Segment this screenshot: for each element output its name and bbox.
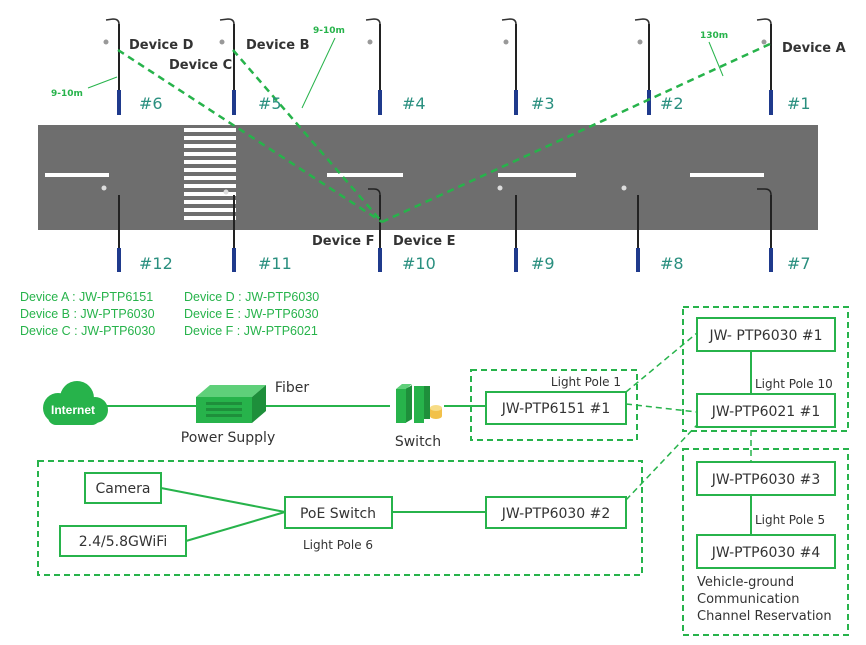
ptp6021-1-box: [696, 393, 836, 428]
device-b-label: Device B: [246, 38, 310, 53]
pole-4: [365, 18, 382, 115]
pole-5: [219, 18, 236, 115]
wifi-label: 2.4/5.8GWiFi: [79, 534, 167, 550]
poe-switch-label: PoE Switch: [300, 506, 376, 522]
device-e-label: Device E: [393, 234, 455, 249]
pole-label-9: #9: [531, 254, 555, 273]
reservation-line-3: Channel Reservation: [697, 609, 832, 624]
light-pole-10-group: [682, 306, 849, 432]
reservation-line-2: Communication: [697, 592, 799, 607]
pole-label-2: #2: [660, 94, 684, 113]
light-pole-5-group: [682, 448, 849, 636]
light-pole-6-label: Light Pole 6: [303, 538, 373, 552]
legend-device-f: Device F : JW-PTP6021: [184, 324, 318, 338]
camera-label: Camera: [96, 481, 151, 497]
distance-left-label: 9-10m: [51, 89, 83, 99]
ptp6151-1-box: [485, 391, 627, 425]
pole-6: [103, 18, 121, 115]
device-legend: Device A : JW-PTP6151 Device B : JW-PTP6…: [20, 290, 319, 338]
pole-label-1: #1: [787, 94, 811, 113]
poe-switch-box: [284, 496, 393, 529]
power-supply-label: Power Supply: [181, 430, 276, 446]
wireless-links: [117, 42, 771, 224]
light-pole-10-label: Light Pole 10: [755, 377, 833, 391]
ptp6030-3-label: JW-PTP6030 #3: [711, 472, 821, 488]
device-a-label: Device A: [782, 41, 846, 56]
pole-label-8: #8: [660, 254, 684, 273]
ptp6030-1-box: [696, 317, 836, 352]
switch-icon: [396, 384, 442, 423]
dashed-connections: [625, 332, 752, 501]
link-c-e: [232, 49, 383, 223]
internet-label: Internet: [51, 403, 95, 417]
ptp6021-1-label: JW-PTP6021 #1: [711, 404, 821, 420]
wifi-box: [59, 525, 187, 557]
road: [38, 125, 818, 230]
ptp6030-2-label: JW-PTP6030 #2: [501, 506, 611, 522]
crosswalk: [184, 128, 236, 220]
pole-8: [621, 185, 640, 272]
pole-label-5: #5: [258, 94, 282, 113]
camera-box: [84, 472, 162, 504]
distance-right-label: 130m: [700, 31, 728, 41]
ptp6030-4-label: JW-PTP6030 #4: [711, 545, 821, 561]
device-d-label: Device D: [129, 38, 194, 53]
switch-label: Switch: [395, 434, 441, 450]
distance-top-label: 9-10m: [313, 26, 345, 36]
legend-device-b: Device B : JW-PTP6030: [20, 307, 155, 321]
power-supply-icon: [196, 385, 266, 423]
light-pole-6-group: [37, 460, 643, 576]
pole-1: [756, 18, 773, 115]
legend-device-d: Device D : JW-PTP6030: [184, 290, 319, 304]
link-d-f: [117, 48, 383, 224]
light-pole-5-label: Light Pole 5: [755, 513, 825, 527]
device-c-label: Device C: [169, 58, 232, 73]
ptp6030-4-box: [696, 534, 836, 569]
pole-label-4: #4: [402, 94, 426, 113]
pole-12: [101, 185, 121, 272]
pole-9: [497, 185, 518, 272]
pole-11: [223, 189, 236, 272]
pole-label-3: #3: [531, 94, 555, 113]
legend-device-e: Device E : JW-PTP6030: [184, 307, 319, 321]
pole-label-10: #10: [402, 254, 436, 273]
pole-label-12: #12: [139, 254, 173, 273]
ptp6030-2-box: [485, 496, 627, 529]
internet-cloud-icon: [43, 381, 108, 425]
pole-2: [634, 18, 651, 115]
pole-7: [757, 188, 773, 272]
pole-3: [501, 18, 518, 115]
distance-pointers: [87, 37, 724, 109]
device-f-label: Device F: [312, 234, 374, 249]
reservation-line-1: Vehicle-ground: [697, 575, 794, 590]
ptp6030-3-box: [696, 461, 836, 496]
legend-device-c: Device C : JW-PTP6030: [20, 324, 155, 338]
light-pole-1-label: Light Pole 1: [551, 375, 621, 389]
ptp6030-1-label: JW- PTP6030 #1: [708, 328, 822, 344]
pole-label-6: #6: [139, 94, 163, 113]
pole-label-11: #11: [258, 254, 292, 273]
fiber-label: Fiber: [275, 380, 309, 396]
legend-device-a: Device A : JW-PTP6151: [20, 290, 153, 304]
ptp6151-1-label: JW-PTP6151 #1: [501, 401, 611, 417]
pole-label-7: #7: [787, 254, 811, 273]
lane-markings: [45, 173, 764, 177]
